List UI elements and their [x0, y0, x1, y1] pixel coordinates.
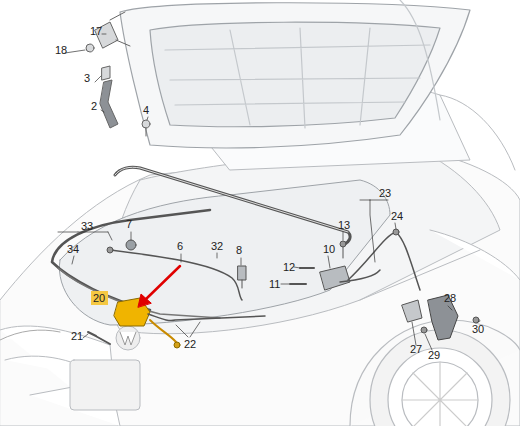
callout-number: 34 [66, 243, 80, 255]
callout-number: 17 [89, 25, 103, 37]
callout-number: 12 [282, 261, 296, 273]
callout-number: 4 [142, 104, 150, 116]
callout-number: 11 [268, 278, 281, 290]
callout-number: 20 [91, 291, 108, 305]
callout-number: 21 [70, 330, 84, 342]
callout-number: 22 [183, 338, 197, 350]
callout-number: 33 [80, 220, 94, 232]
callout-number: 2 [90, 100, 98, 112]
callout-number: 24 [390, 210, 404, 222]
callout-number: 13 [337, 219, 351, 231]
callout-number: 30 [471, 323, 485, 335]
callout-number: 7 [125, 218, 133, 230]
callout-number: 10 [322, 243, 336, 255]
callout-number: 29 [427, 349, 441, 361]
highlight-tag: 20 [91, 291, 108, 305]
callout-number: 32 [210, 240, 224, 252]
callout-number: 8 [235, 244, 243, 256]
callout-number: 18 [54, 44, 68, 56]
callout-number: 6 [176, 240, 184, 252]
callout-number: 27 [409, 343, 423, 355]
callout-number: 3 [83, 72, 91, 84]
callout-number: 28 [443, 292, 457, 304]
callout-number: 23 [378, 187, 392, 199]
